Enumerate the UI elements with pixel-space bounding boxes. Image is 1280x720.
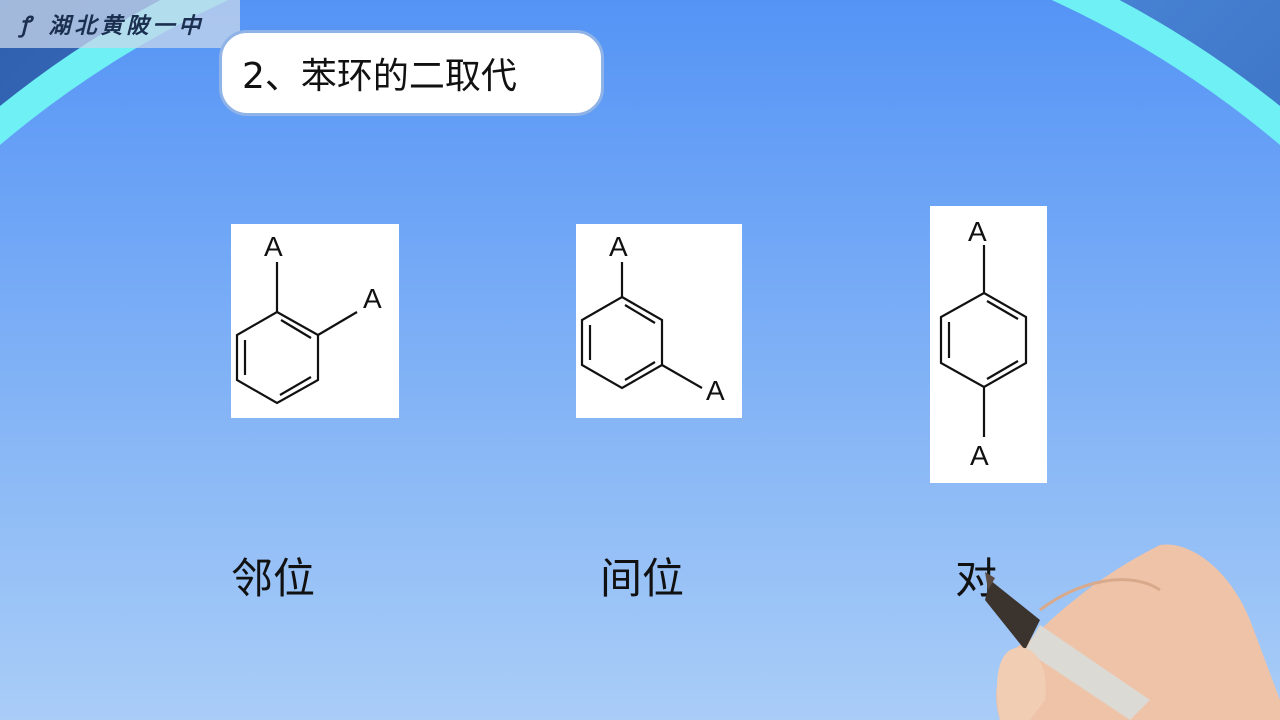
title-text: 2、苯环的二取代	[242, 56, 517, 97]
substituent-a-2: A	[363, 283, 382, 314]
ortho-structure-card: A A	[231, 224, 399, 418]
ortho-label: 邻位	[231, 554, 316, 603]
school-logo: ꝭ 湖北黄陂一中	[0, 0, 240, 48]
para-structure-card: A A	[930, 206, 1047, 483]
meta-label: 间位	[600, 554, 685, 603]
substituent-a-1: A	[264, 231, 283, 262]
substituent-a-1: A	[609, 231, 628, 262]
substituent-a-1: A	[968, 216, 987, 247]
meta-benzene-diagram: A A	[580, 231, 725, 406]
logo-mark-icon: ꝭ	[20, 12, 35, 38]
meta-structure-card: A A	[576, 224, 742, 418]
para-benzene-diagram: A A	[939, 216, 1028, 471]
logo-text: 湖北黄陂一中	[48, 13, 205, 39]
substituent-a-2: A	[706, 375, 725, 406]
ortho-benzene-diagram: A A	[235, 231, 382, 405]
slide-title: 2、苯环的二取代	[219, 30, 604, 116]
substituent-a-2: A	[970, 440, 989, 471]
